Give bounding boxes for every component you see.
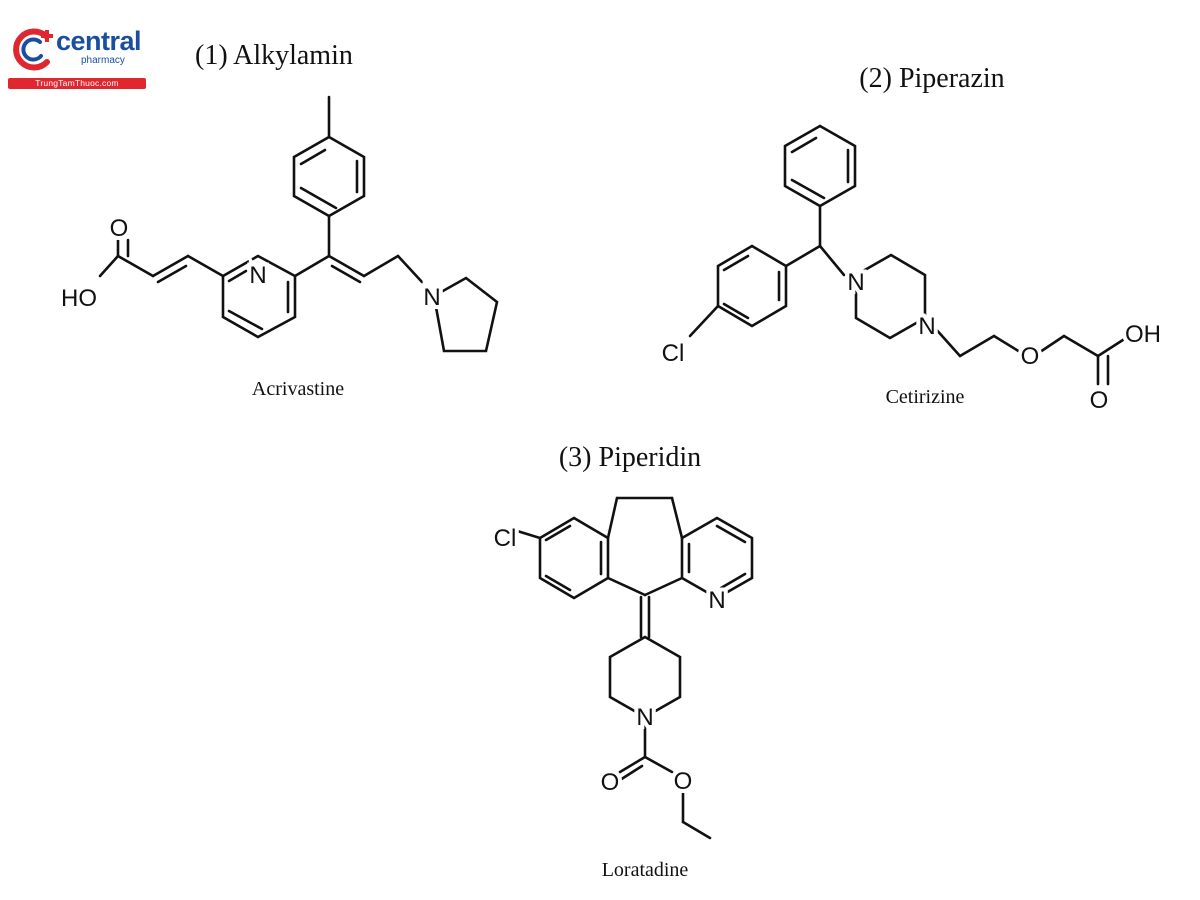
cetirizine-structure: (2) Piperazin Cl N N O OH O Cetirizine	[658, 63, 1165, 418]
bond	[722, 254, 750, 272]
logo-sub-text: pharmacy	[81, 55, 125, 66]
section-title-piperidin: (3) Piperidin	[559, 442, 701, 473]
bond	[670, 496, 684, 540]
atom-n: N	[847, 269, 864, 296]
bond	[618, 764, 644, 782]
bond	[544, 574, 572, 592]
bond	[719, 572, 747, 590]
bond	[156, 264, 188, 284]
atom-o: O	[1090, 387, 1109, 414]
bond	[299, 148, 327, 166]
atom-ho: HO	[61, 285, 97, 312]
bond	[512, 528, 542, 540]
bond	[151, 254, 190, 278]
atom-o: O	[1021, 343, 1040, 370]
bond	[790, 136, 818, 154]
atom-o: O	[601, 769, 620, 796]
atom-cl: Cl	[494, 525, 517, 552]
compound-name-loratadine: Loratadine	[602, 859, 689, 881]
bond	[1062, 334, 1100, 358]
compound-name-acrivastine: Acrivastine	[252, 378, 344, 400]
bond	[784, 244, 822, 268]
bond	[396, 254, 424, 284]
atom-cl: Cl	[662, 340, 685, 367]
section-title-alkylamin: (1) Alkylamin	[195, 40, 353, 71]
bond	[958, 334, 996, 358]
atom-o: O	[674, 768, 693, 795]
bond	[1096, 336, 1128, 358]
bond	[186, 254, 225, 278]
atom-n: N	[636, 704, 653, 731]
chlorobenzene-ring	[538, 516, 610, 600]
pyrrolidine-ring	[432, 276, 499, 353]
bond	[681, 820, 712, 840]
piperazine-ring	[854, 253, 927, 340]
bond	[924, 316, 962, 358]
atom-oh: OH	[1125, 321, 1161, 348]
bond	[790, 178, 826, 200]
atom-o: O	[110, 215, 129, 242]
bond	[544, 524, 572, 542]
bond	[116, 254, 155, 278]
atom-n: N	[918, 313, 935, 340]
bond	[362, 254, 400, 278]
phenyl-ring	[783, 124, 857, 208]
logo-url-bar: TrungTamThuoc.com	[8, 78, 146, 89]
bond	[1038, 334, 1066, 354]
bond	[715, 524, 747, 544]
atom-n: N	[708, 587, 725, 614]
bond	[293, 254, 331, 278]
bond	[606, 496, 619, 540]
bond	[606, 576, 647, 597]
bond	[643, 576, 684, 597]
logo-c-icon	[13, 28, 53, 71]
acrivastine-structure: (1) Alkylamin O HO N N	[57, 40, 499, 400]
section-title-piperazin: (2) Piperazin	[859, 63, 1004, 94]
compound-name-cetirizine: Cetirizine	[886, 386, 965, 408]
atom-n: N	[249, 262, 266, 289]
bond	[227, 309, 264, 331]
bond	[992, 334, 1022, 354]
bond	[98, 254, 120, 278]
bond	[688, 304, 720, 338]
bond	[722, 302, 750, 320]
bond	[618, 755, 647, 774]
atom-n: N	[423, 284, 440, 311]
pyridine-ring	[680, 516, 754, 600]
bond	[330, 264, 362, 284]
loratadine-structure: (3) Piperidin Cl N N O O	[490, 442, 754, 881]
logo-brand-text: central	[56, 26, 142, 56]
central-pharmacy-logo: central pharmacy TrungTamThuoc.com	[6, 24, 148, 90]
bond	[327, 254, 366, 278]
bond	[818, 244, 846, 277]
bond	[299, 186, 338, 210]
bond	[227, 269, 248, 283]
bond	[643, 755, 674, 774]
chlorophenyl-ring	[716, 244, 788, 328]
